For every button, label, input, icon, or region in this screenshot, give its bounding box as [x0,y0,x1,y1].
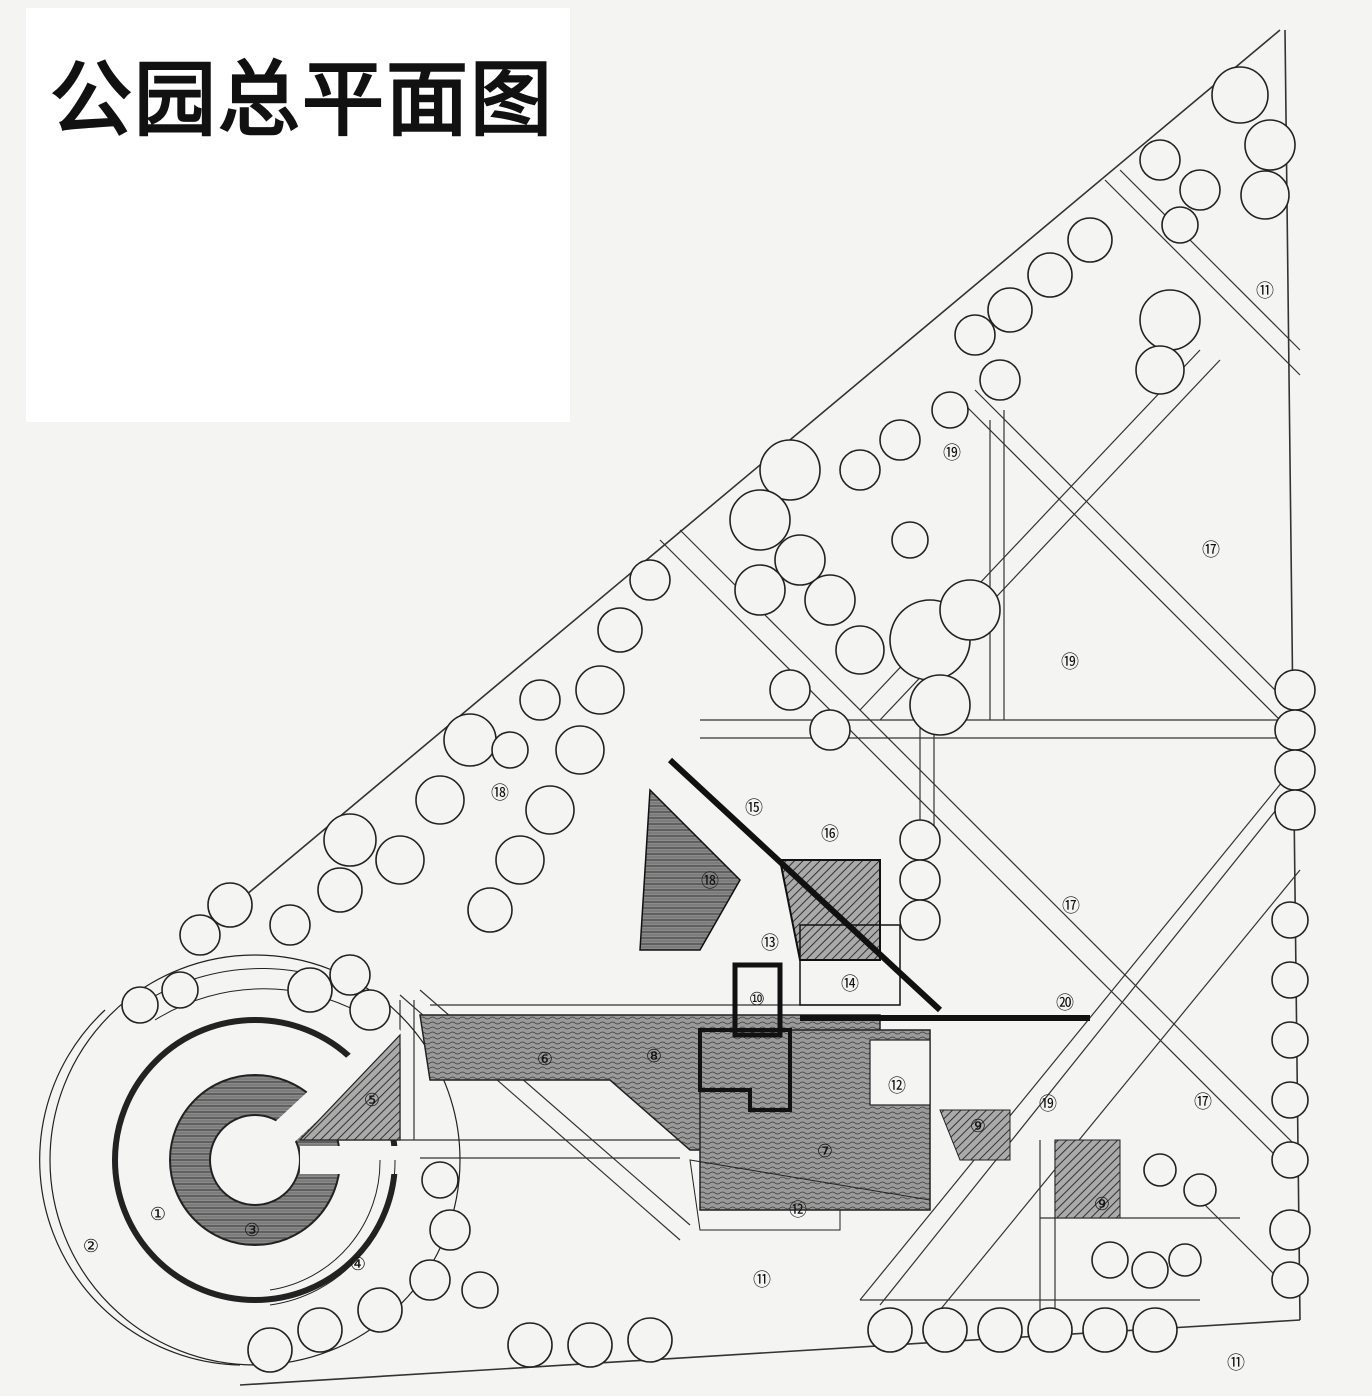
label-3: ③ [244,1220,260,1241]
label-11c: ⑪ [1227,1353,1245,1374]
label-17a: ⑰ [1202,540,1220,561]
label-13: ⑬ [761,933,779,954]
tree-row-curve-south [247,1161,499,1373]
label-16: ⑯ [821,824,839,845]
label-11b: ⑪ [753,1270,771,1291]
tree-row-east [899,669,1316,1299]
tree-cluster-sw [121,882,391,1031]
tree-cluster-ne [1139,66,1296,244]
title-panel [26,8,570,422]
label-17c: ⑰ [1194,1092,1212,1113]
shrubs-se [1091,1153,1217,1289]
tree-row-diagonal [839,217,1201,491]
label-9b: ⑨ [1094,1194,1110,1215]
tree-row-west-slope [317,559,671,933]
plan-labels: ① ② ③ ④ ⑤ ⑥ ⑦ ⑧ ⑨ ⑨ ⑩ ⑪ ⑪ ⑪ ⑫ ⑫ ⑬ ⑭ ⑮ ⑯ … [83,281,1274,1374]
trees [121,66,1316,1373]
label-18b: ⑱ [701,871,719,892]
label-2: ② [83,1236,99,1257]
bed-9b [1054,1139,1121,1219]
label-18a: ⑱ [491,783,509,804]
terrace-12 [869,1039,931,1106]
label-19c: ⑲ [1039,1094,1057,1115]
label-12b: ⑫ [789,1200,807,1221]
label-4: ④ [350,1254,366,1275]
plan-title: 公园总平面图 [50,53,555,148]
label-1: ① [150,1204,166,1225]
pavilion-10 [732,962,783,1038]
central-court [298,962,1121,1231]
label-12a: ⑫ [888,1076,906,1097]
label-8: ⑧ [646,1046,662,1067]
label-5: ⑤ [364,1090,380,1111]
label-19b: ⑲ [1061,652,1079,673]
label-6: ⑥ [537,1049,553,1070]
label-9a: ⑨ [970,1116,986,1137]
label-7: ⑦ [817,1141,833,1162]
garden-5 [298,1033,401,1141]
label-17b: ⑰ [1062,896,1080,917]
label-11a: ⑪ [1256,281,1274,302]
circular-plaza [39,954,461,1366]
label-15: ⑮ [745,798,763,819]
label-14: ⑭ [841,974,859,995]
label-19a: ⑲ [943,443,961,464]
building [639,757,1090,1021]
tree-cluster-north [729,439,1001,751]
stairs-18 [639,788,741,951]
tree-row-south [507,1307,1178,1368]
label-10: ⑩ [749,989,765,1010]
bed-9a [939,1109,1011,1161]
label-20: ⑳ [1056,993,1074,1014]
room-14 [799,924,901,1006]
wall-15 [667,757,943,1013]
